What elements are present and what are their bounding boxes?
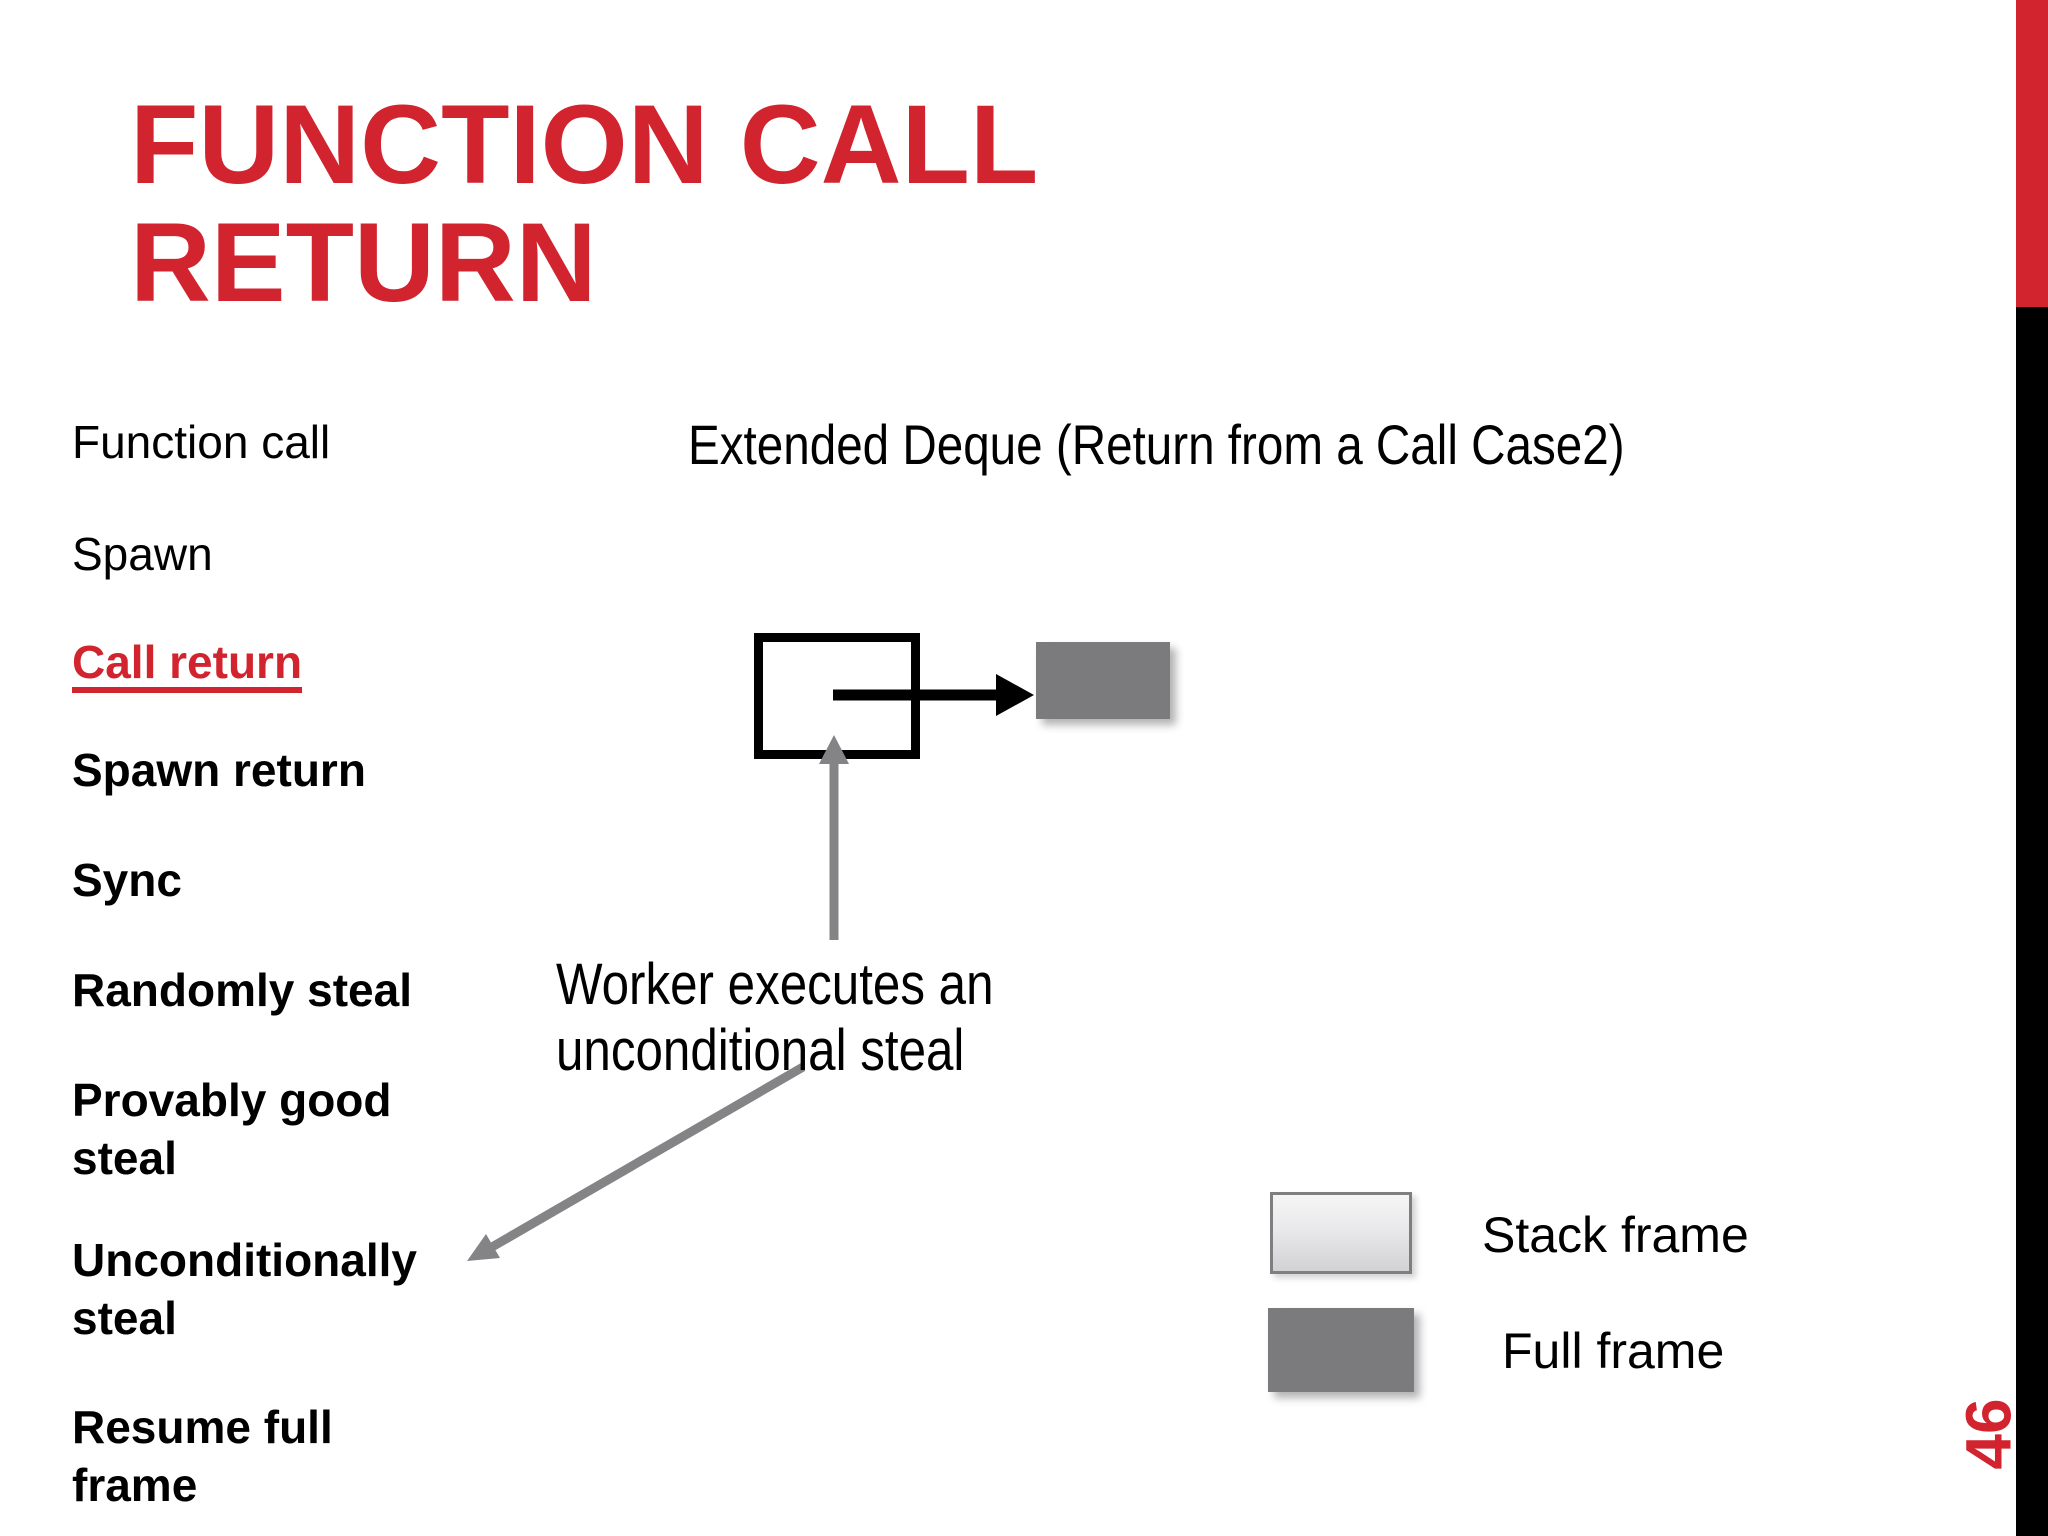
edge-bar-red xyxy=(2016,0,2048,307)
annotation-worker-steal: Worker executes an unconditional steal xyxy=(556,952,1071,1084)
annotation-line-1: Worker executes an xyxy=(556,952,994,1017)
sidebar-item-resume-full-frame: Resume full frame xyxy=(72,1401,333,1511)
sidebar-item-provably-good-steal: Provably good steal xyxy=(72,1074,392,1184)
sidebar-item-sync: Sync xyxy=(72,854,182,906)
deque-full-frame-box xyxy=(1036,642,1170,719)
page-title-line-1: FUNCTION CALL xyxy=(130,82,1039,207)
edge-bar-black xyxy=(2016,307,2048,1536)
deque-stack-frame-box xyxy=(754,633,920,759)
sidebar-item-call-return: Call return xyxy=(72,636,303,688)
diagram-heading: Extended Deque (Return from a Call Case2… xyxy=(688,413,1625,476)
page-number: 46 xyxy=(1953,1398,2025,1470)
sidebar-item-function-call: Function call xyxy=(72,416,331,468)
legend-full-frame-label: Full frame xyxy=(1502,1323,1725,1379)
sidebar-item-unconditionally-steal: Unconditionally steal xyxy=(72,1234,417,1344)
sidebar-item-spawn-return: Spawn return xyxy=(72,744,366,796)
page-title: FUNCTION CALL RETURN xyxy=(130,86,1038,322)
page-title-line-2: RETURN xyxy=(130,200,597,325)
legend-stack-frame-swatch xyxy=(1270,1192,1412,1274)
annotation-line-2: unconditional steal xyxy=(556,1018,965,1083)
up-arrow-icon xyxy=(819,735,849,940)
diagonal-arrow-icon xyxy=(467,1063,806,1261)
legend-stack-frame-label: Stack frame xyxy=(1482,1207,1749,1263)
sidebar-item-randomly-steal: Randomly steal xyxy=(72,964,412,1016)
sidebar-item-spawn: Spawn xyxy=(72,528,213,580)
legend-full-frame-swatch xyxy=(1268,1308,1414,1392)
